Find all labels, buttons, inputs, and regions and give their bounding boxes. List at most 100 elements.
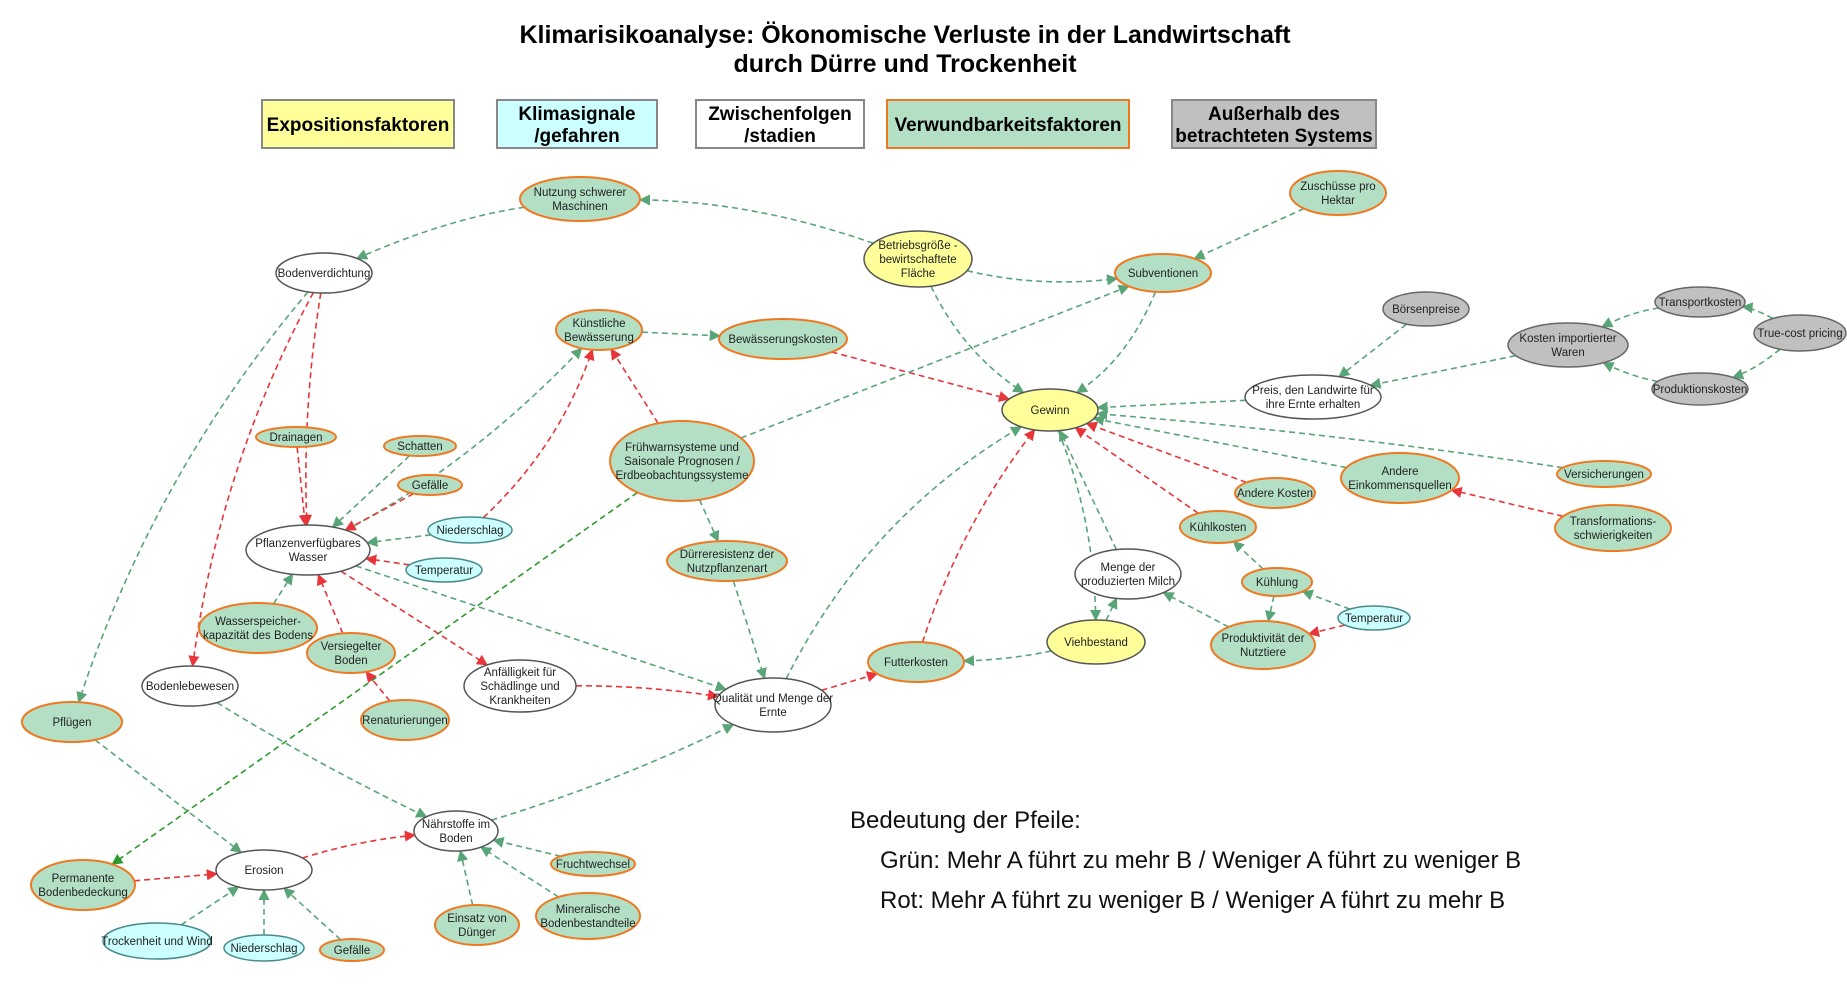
legend-item-clim: Klimasignale/gefahren [496, 99, 658, 149]
node-futter: Futterkosten [867, 641, 965, 683]
node-truecost: True-cost pricing [1753, 314, 1847, 352]
nodes: Nutzung schwererMaschinenBodenverdichtun… [21, 170, 1847, 962]
legend-label: Klimasignale [518, 104, 635, 125]
arrow-fruehwarn-to-subv [740, 284, 1130, 439]
node-label: True-cost pricing [1757, 328, 1842, 340]
node-label: Andere Kosten [1237, 488, 1313, 500]
node-shape [609, 420, 755, 502]
node-shape [550, 851, 636, 877]
node-drainagen: Drainagen [255, 426, 337, 448]
arrow-fruehwarn-to-kuenst [610, 348, 659, 424]
node-label: Niederschlag [436, 525, 503, 537]
node-shape [255, 426, 337, 448]
arrow-pfluegen-to-erosion [94, 739, 243, 854]
node-label: Pflügen [52, 717, 91, 729]
diagram-title: Klimarisikoanalyse: Ökonomische Verluste… [519, 20, 1291, 78]
node-shape [863, 230, 973, 288]
arrow-boersen-to-preis [1338, 323, 1407, 378]
node-shape [198, 602, 318, 654]
title-line-2: durch Dürre und Trockenheit [733, 50, 1077, 78]
arrow-transport-to-kostenimp [1601, 307, 1659, 328]
node-label: Temperatur [415, 565, 473, 577]
node-transport: Transportkosten [1654, 286, 1746, 318]
node-label: Bewässerungskosten [728, 334, 837, 346]
node-label: Nutztiere [1240, 647, 1286, 659]
node-label: Künstliche [572, 318, 625, 330]
arrow-gefaelle1-to-pflanzen [344, 492, 415, 531]
arrow-anfaellig-to-qualitaet [575, 684, 720, 701]
arrow-fruehwarn-to-permanent [111, 491, 638, 865]
arrow-betrieb-to-gewinn [930, 285, 1025, 394]
legend-label: betrachteten Systems [1175, 126, 1372, 147]
node-shape [867, 641, 965, 683]
node-shape [1001, 388, 1099, 432]
node-label: Drainagen [269, 432, 322, 444]
node-transform: Transformations-schwierigkeiten [1554, 504, 1672, 552]
node-label: ihre Ernte erhalten [1266, 399, 1361, 411]
node-shape [1382, 291, 1470, 327]
node-label: Einsatz von [447, 913, 506, 925]
node-shape [555, 309, 643, 351]
node-label: Einkommensquellen [1348, 480, 1452, 492]
arrow-gefaelle2-to-erosion [283, 887, 342, 941]
node-shape [1074, 548, 1182, 600]
node-label: Betriebsgröße - [878, 240, 957, 252]
legend-label: Zwischenfolgen [708, 104, 852, 125]
node-label: Schatten [397, 441, 442, 453]
node-label: Wasser [289, 552, 328, 564]
arrow-bodenverd-to-pfluegen [76, 291, 309, 704]
arrow-bodenverd-to-pflanzen [300, 292, 322, 527]
legend-label: /gefahren [534, 126, 620, 147]
arrow-temp2-to-kuehlung [1301, 589, 1351, 610]
node-shape [1114, 253, 1212, 293]
node-niederschlag1: Niederschlag [427, 516, 513, 544]
node-trockenwind: Trockenheit und Wind [101, 922, 213, 960]
node-bodenverd: Bodenverdichtung [275, 252, 373, 294]
node-gefaelle1: Gefälle [397, 474, 463, 496]
node-boersen: Börsenpreise [1382, 291, 1470, 327]
node-shape [1654, 286, 1746, 318]
node-label: Bodenverdichtung [278, 268, 371, 280]
node-shape [245, 524, 371, 576]
arrow-fruehwarn-to-duerre [698, 499, 720, 543]
arrow-kuehlung-to-prodnutz [1265, 595, 1276, 623]
node-label: Nutzpflanzenart [687, 563, 768, 575]
node-niederschlag2: Niederschlag [223, 934, 305, 962]
title-line-1: Klimarisikoanalyse: Ökonomische Verluste… [519, 20, 1291, 49]
node-schatten: Schatten [383, 435, 457, 457]
arrow-permanent-to-erosion [134, 869, 219, 882]
node-label: Fruchtwechsel [556, 859, 630, 871]
arrow-temp1-to-pflanzen [365, 554, 410, 566]
node-shape [215, 849, 313, 891]
arrow-wasserspeicher-to-pflanzen [272, 573, 294, 605]
node-vieh: Viehbestand [1046, 619, 1146, 665]
node-label: Versicherungen [1564, 469, 1644, 481]
node-shape [463, 659, 577, 713]
node-label: Börsenpreise [1392, 304, 1460, 316]
arrow-naehr-to-qualitaet [491, 723, 735, 821]
explanation-red: Rot: Mehr A führt zu weniger B / Weniger… [880, 887, 1505, 914]
arrow-vieh-to-milch [1105, 597, 1118, 621]
legend-box [496, 99, 658, 149]
arrow-niederschlag1-to-pflanzen [366, 534, 432, 548]
node-label: Trockenheit und Wind [101, 936, 212, 948]
arrow-transform-to-andereE [1450, 486, 1564, 518]
legend-item-vuln: Verwundbarkeitsfaktoren [886, 99, 1130, 149]
arrow-futter-to-gewinn [921, 429, 1036, 643]
node-shape [714, 677, 832, 733]
node-shape [383, 435, 457, 457]
node-label: Nutzung schwerer [534, 187, 627, 199]
node-label: Schädlinge und [480, 681, 559, 693]
node-label: Krankheiten [489, 695, 550, 707]
node-label: Anfälligkeit für [484, 667, 556, 679]
arrow-erosion-to-naehr [302, 830, 417, 859]
arrow-bewkost-to-gewinn [831, 351, 1011, 402]
